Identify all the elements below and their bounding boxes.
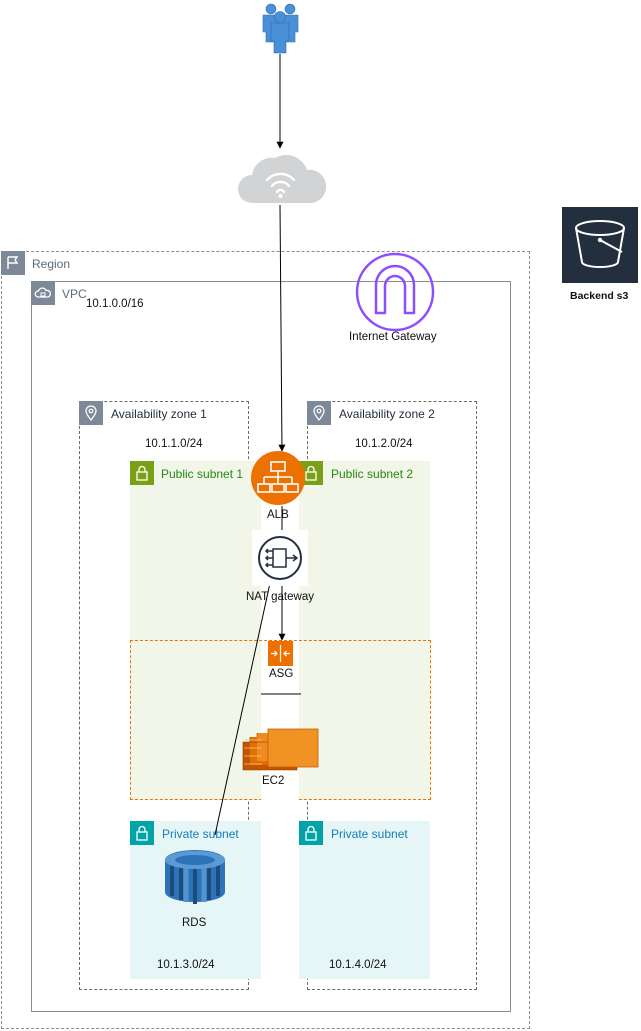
nat-gateway-icon [252, 530, 308, 586]
asg-icon [268, 641, 293, 666]
region-flag-icon [1, 251, 25, 275]
vpc-cloud-icon [31, 281, 55, 305]
region-group [1, 251, 530, 1029]
alb-icon [251, 451, 305, 505]
rds-icon [165, 850, 225, 904]
internet-gateway-icon [355, 252, 435, 332]
edge-cloud-alb [278, 204, 286, 452]
region-label: Region [32, 257, 71, 271]
nat-gateway-label: NAT gateway [246, 591, 314, 603]
vpc-group [31, 281, 511, 1012]
alb-label: ALB [267, 509, 289, 521]
ec2-label: EC2 [262, 775, 285, 787]
ec2-icon [242, 728, 319, 771]
private-subnet-2-label: Private subnet [331, 827, 408, 841]
asg-label: ASG [269, 668, 294, 680]
edge-rds-nat [214, 573, 275, 836]
az1-cidr: 10.1.1.0/24 [145, 438, 203, 450]
private-subnet-1-lock-icon [130, 821, 154, 845]
az2-cidr: 10.1.2.0/24 [355, 438, 413, 450]
az1-label: Availability zone 1 [111, 407, 207, 421]
vpc-cidr: 10.1.0.0/16 [86, 298, 144, 310]
backend-s3-label: Backend s3 [570, 290, 629, 302]
private-subnet-2-lock-icon [299, 821, 323, 845]
public-subnet-1-lock-icon [130, 461, 154, 485]
s3-bucket-icon [562, 207, 638, 283]
private-subnet-2 [299, 821, 430, 979]
public-subnet-2 [299, 461, 430, 800]
internet-gateway-label: Internet Gateway [349, 331, 437, 343]
public-subnet-1 [130, 461, 261, 800]
public-subnet-1-label: Public subnet 1 [161, 467, 244, 481]
private-subnet-1-cidr: 10.1.3.0/24 [157, 959, 215, 971]
vpc-label: VPC [62, 287, 87, 301]
az1-pin-icon [79, 401, 103, 425]
private-subnet-1-label: Private subnet [162, 827, 239, 841]
internet-cloud-icon [238, 154, 327, 203]
az2-pin-icon [307, 401, 331, 425]
users-icon [262, 3, 299, 54]
rds-label: RDS [182, 917, 207, 929]
public-subnet-2-label: Public subnet 2 [331, 467, 414, 481]
az2-label: Availability zone 2 [339, 407, 435, 421]
private-subnet-2-cidr: 10.1.4.0/24 [329, 959, 387, 971]
